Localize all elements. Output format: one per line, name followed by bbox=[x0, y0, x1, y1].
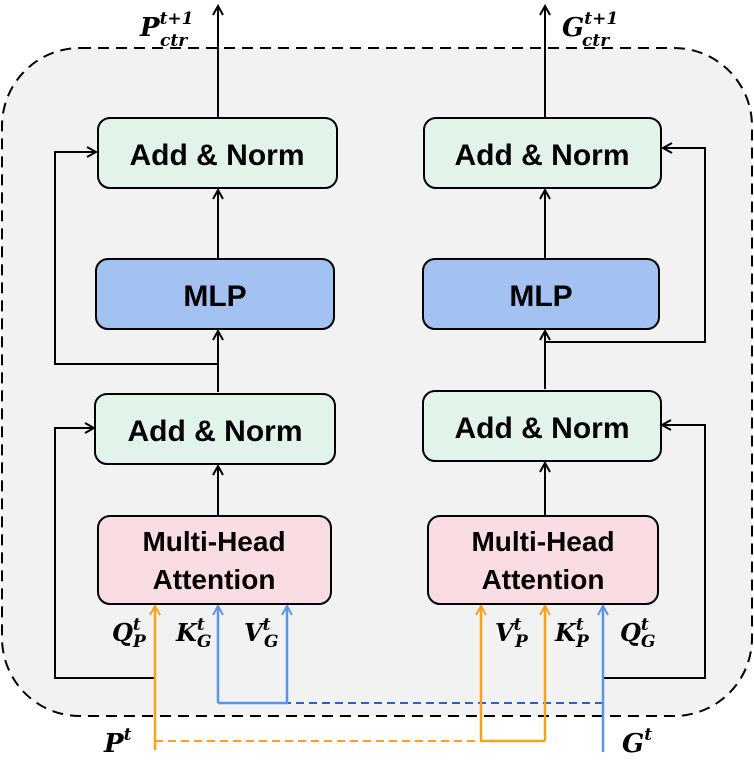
p-input-label: Pt bbox=[103, 725, 132, 759]
left-multi-head-attention: Multi-Head Attention bbox=[97, 515, 332, 605]
right-mlp-label: MLP bbox=[509, 280, 572, 313]
left-mlp-label: MLP bbox=[183, 280, 246, 313]
right-add-norm-top: Add & Norm bbox=[423, 117, 662, 189]
left-add-norm-top: Add & Norm bbox=[97, 117, 338, 189]
left-attention-line2: Attention bbox=[153, 564, 276, 595]
left-residual-inner bbox=[54, 152, 218, 365]
right-residual-inner bbox=[545, 148, 706, 343]
p-to-right-v-line bbox=[481, 606, 545, 743]
left-add-norm-bottom: Add & Norm bbox=[94, 393, 336, 465]
right-residual-outer bbox=[603, 425, 706, 679]
left-residual-outer bbox=[54, 428, 155, 679]
right-add-norm-bottom-label: Add & Norm bbox=[455, 412, 630, 445]
right-add-norm-bottom: Add & Norm bbox=[422, 390, 662, 462]
right-add-norm-top-label: Add & Norm bbox=[455, 139, 630, 172]
g-input-label: Gt bbox=[622, 725, 652, 759]
left-attention-line1: Multi-Head bbox=[142, 526, 285, 557]
g-to-left-v-line bbox=[218, 606, 287, 705]
right-mlp: MLP bbox=[422, 258, 660, 330]
right-attention-line2: Attention bbox=[482, 564, 605, 595]
right-multi-head-attention: Multi-Head Attention bbox=[427, 515, 659, 605]
left-add-norm-bottom-label: Add & Norm bbox=[128, 415, 303, 448]
right-attention-line1: Multi-Head bbox=[471, 526, 614, 557]
left-add-norm-top-label: Add & Norm bbox=[130, 139, 305, 172]
left-mlp: MLP bbox=[95, 258, 335, 330]
